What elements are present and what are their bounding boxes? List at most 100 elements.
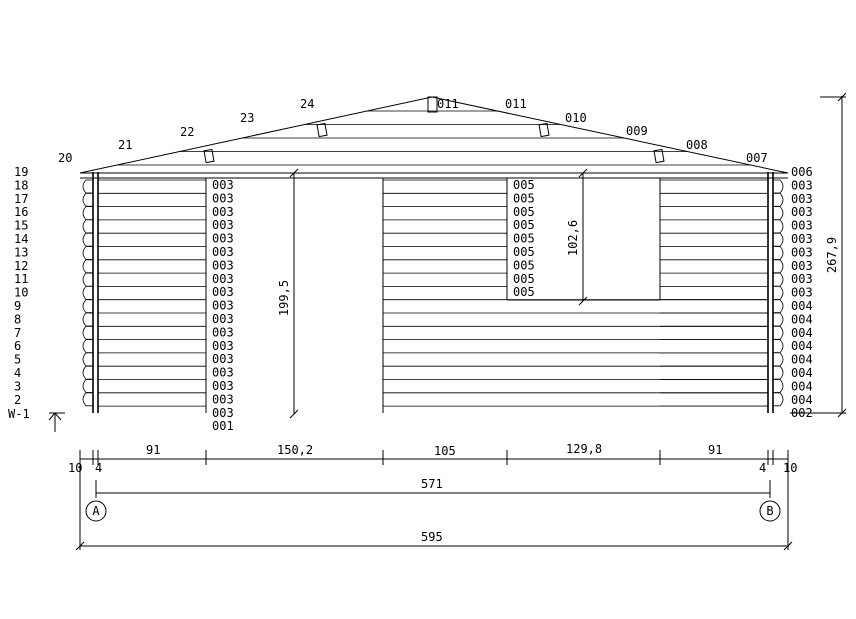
- log-end-left: [82, 392, 93, 407]
- gable-label: 23: [240, 111, 254, 125]
- total-height-label: 267,9: [825, 237, 839, 273]
- log-label: 003: [212, 218, 234, 232]
- log-label: 004: [791, 379, 813, 393]
- gable-label: 010: [565, 111, 587, 125]
- log-label: 003: [212, 258, 234, 272]
- log-end-right: [773, 392, 784, 407]
- log-label: 004: [791, 299, 813, 313]
- row-number: 16: [14, 205, 28, 219]
- log-label: 003: [791, 259, 813, 273]
- dim-segment-label: 91: [708, 443, 722, 457]
- dim-end-label: 4: [759, 461, 766, 475]
- row-number: 13: [14, 245, 28, 259]
- log-end-left: [82, 219, 93, 234]
- roof-purlins: [203, 122, 665, 164]
- log-end-left: [82, 192, 93, 207]
- log-end-left: [82, 365, 93, 380]
- log-label: 003: [791, 245, 813, 259]
- dim-segment-label: 150,2: [277, 443, 313, 457]
- dim-segment-label: 105: [434, 444, 456, 458]
- left-panel-log-labels: 0030030030030030030030030030030030030030…: [212, 178, 234, 433]
- row-number: 15: [14, 219, 28, 233]
- log-end-left: [82, 206, 93, 220]
- log-label: 005: [513, 245, 535, 259]
- log-end-right: [773, 312, 784, 327]
- log-end-left: [82, 312, 93, 327]
- log-label: 004: [791, 353, 813, 367]
- log-label: 003: [212, 366, 234, 380]
- window-height-dimension: 102,6: [566, 168, 588, 306]
- gable-label: 007: [746, 151, 768, 165]
- log-label: 003: [212, 191, 234, 205]
- log-label: 005: [513, 218, 535, 232]
- window-height-label: 102,6: [566, 220, 580, 256]
- gable-label: 011: [505, 97, 527, 111]
- log-label: 004: [791, 326, 813, 340]
- axis-span-dimension: 571: [95, 477, 771, 498]
- log-end-right: [773, 379, 784, 393]
- log-end-left: [82, 246, 93, 260]
- dim-segment-label: 129,8: [566, 442, 602, 456]
- log-end-left: [82, 299, 93, 314]
- log-label: 003: [212, 325, 234, 339]
- row-number: 18: [14, 178, 28, 192]
- dim-end-label: 10: [783, 461, 797, 475]
- log-label: 005: [513, 205, 535, 219]
- log-end-right: [773, 272, 784, 287]
- log-label: 004: [791, 339, 813, 353]
- row-number: 12: [14, 259, 28, 273]
- dim-end-label: 4: [95, 461, 102, 475]
- log-end-right: [773, 206, 784, 220]
- axis-b-label: B: [766, 504, 773, 518]
- log-label: 001: [212, 419, 234, 433]
- log-label: 004: [791, 366, 813, 380]
- log-label: 003: [212, 312, 234, 326]
- log-label: 003: [212, 232, 234, 246]
- overall-label: 595: [421, 530, 443, 544]
- log-label: 003: [212, 285, 234, 299]
- log-end-right: [773, 365, 784, 380]
- log-label: 003: [212, 299, 234, 313]
- level-marker: W-1: [8, 407, 65, 432]
- log-label: 003: [212, 406, 234, 420]
- gable-label: 21: [118, 138, 132, 152]
- log-label: 003: [212, 339, 234, 353]
- row-number: 9: [14, 299, 21, 313]
- log-label: 003: [212, 205, 234, 219]
- gable-label: 22: [180, 125, 194, 139]
- axis-span-label: 571: [421, 477, 443, 491]
- log-end-left: [82, 286, 93, 300]
- log-end-left: [82, 272, 93, 287]
- log-label: 003: [212, 178, 234, 192]
- log-end-left: [82, 325, 93, 340]
- row-number: 11: [14, 272, 28, 286]
- row-number: 14: [14, 232, 28, 246]
- gable-label: 24: [300, 97, 314, 111]
- door-height-label: 199,5: [277, 280, 291, 316]
- log-end-right: [773, 259, 784, 274]
- log-label: 005: [513, 272, 535, 286]
- dim-end-label: 10: [68, 461, 82, 475]
- log-label: 003: [212, 379, 234, 393]
- log-label: 003: [791, 192, 813, 206]
- log-end-left: [82, 179, 93, 194]
- dim-segment-label: 91: [146, 443, 160, 457]
- purlin-block: [653, 148, 665, 164]
- log-label: 003: [791, 286, 813, 300]
- gable-label: 009: [626, 124, 648, 138]
- log-label: 005: [513, 191, 535, 205]
- log-end-right: [773, 339, 784, 353]
- log-end-right: [773, 232, 784, 247]
- log-end-right: [773, 299, 784, 314]
- log-end-left: [82, 232, 93, 247]
- gable-label: 008: [686, 138, 708, 152]
- log-end-right: [773, 352, 784, 367]
- log-end-right: [773, 192, 784, 207]
- log-end-right: [773, 325, 784, 340]
- axis-bubble-b: B: [759, 500, 781, 522]
- log-label: 003: [791, 272, 813, 286]
- wall-logs: [98, 178, 768, 413]
- log-end-right: [773, 179, 784, 194]
